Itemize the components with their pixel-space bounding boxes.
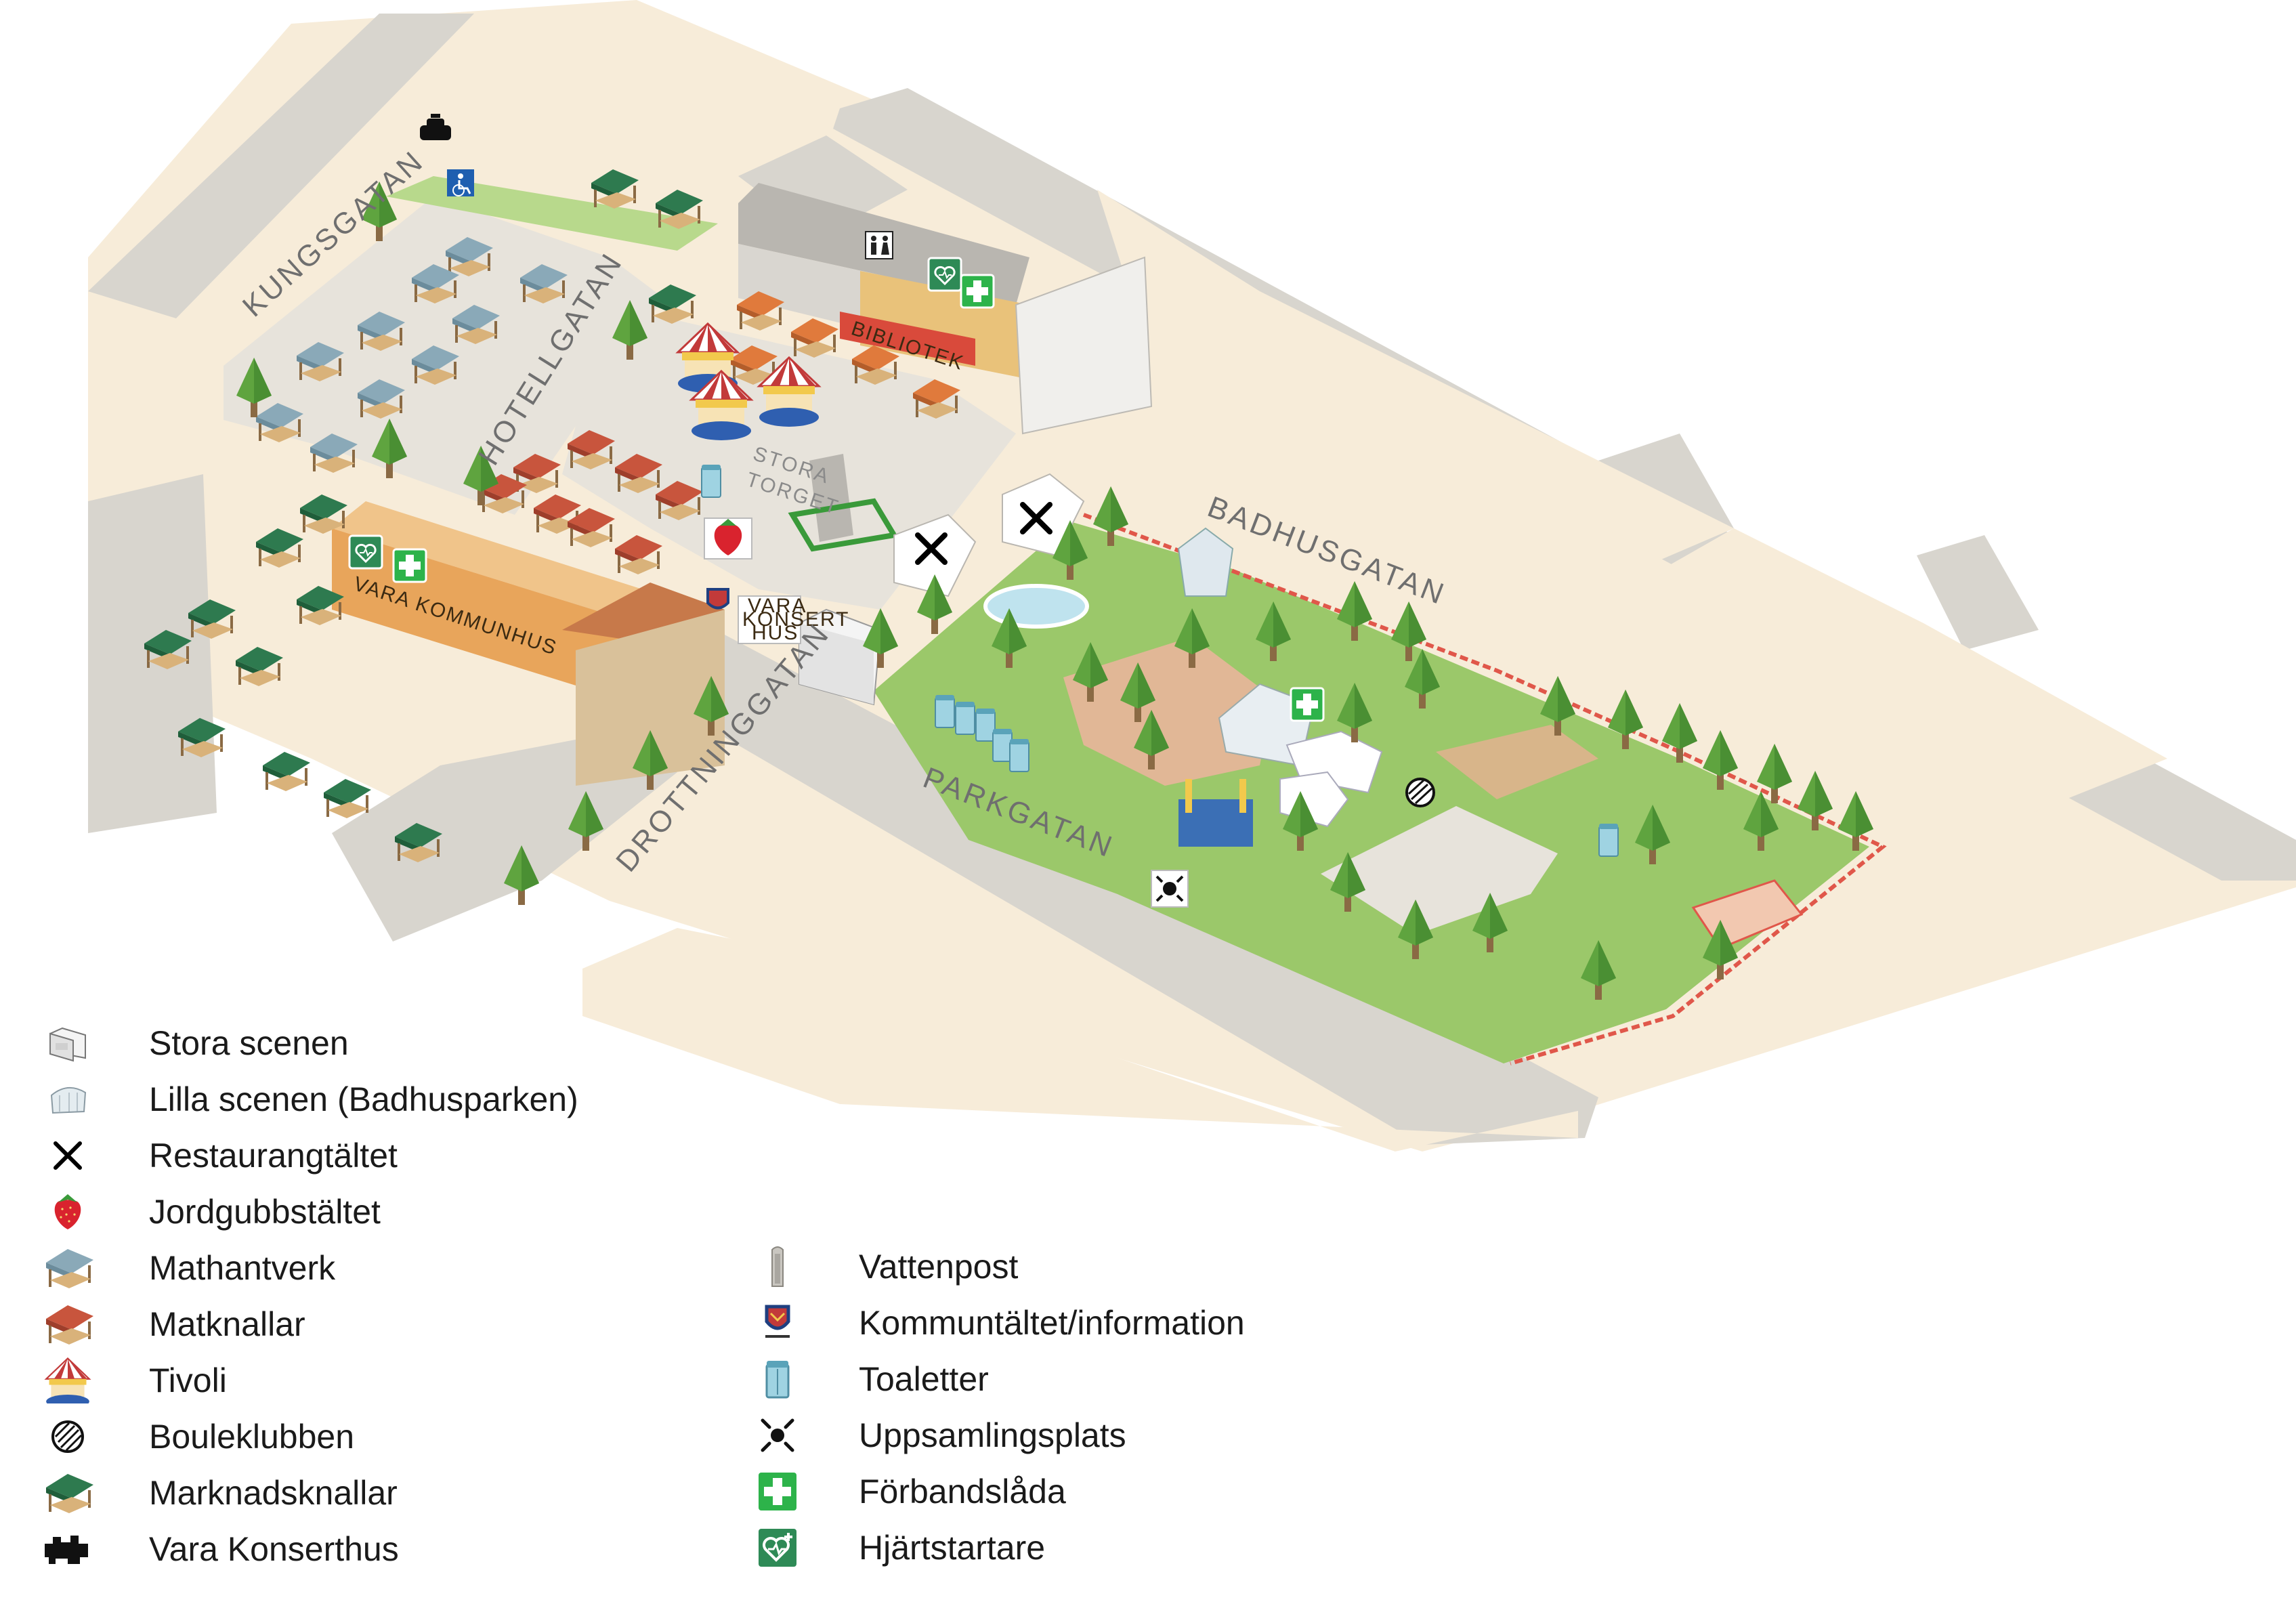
bouncy-castle: [1178, 779, 1253, 847]
first-aid-icon: [750, 1468, 805, 1515]
park-path-area: [1063, 637, 1273, 786]
lilla-scenen: [1177, 527, 1234, 597]
water-post-icon: [750, 1243, 805, 1290]
legend-item-vattenpost: Vattenpost: [750, 1243, 1018, 1290]
legend-label: Marknadsknallar: [149, 1474, 398, 1512]
legend-item-marknadsknallar: Marknadsknallar: [41, 1469, 398, 1517]
block-right-3: [1639, 528, 2167, 813]
legend-item-bouleklubben: Bouleklubben: [41, 1413, 354, 1460]
konserthus-sign-line3: HUS: [752, 622, 799, 644]
boule-court: [1436, 725, 1598, 799]
legend-label: Matknallar: [149, 1305, 305, 1343]
konserthus-sign-line1: VARA: [748, 595, 807, 617]
stage-icon: [41, 1019, 95, 1067]
legend-label: Vattenpost: [859, 1248, 1019, 1286]
legend-item-matknallar: Matknallar: [41, 1301, 305, 1348]
legend-label: Kommuntältet/information: [859, 1304, 1245, 1342]
stora-scenen: [799, 608, 882, 706]
boule-marker: [1405, 778, 1435, 807]
legend-item-lilla-scenen: Lilla scenen (Badhusparken): [41, 1076, 578, 1123]
legend-item-forbandslada: Förbandslåda: [750, 1468, 1066, 1515]
toilet-icon: [750, 1355, 805, 1403]
concert-hall-icon: [41, 1525, 95, 1573]
carousel-icon: [41, 1357, 95, 1404]
assembly-point-icon: [750, 1412, 805, 1459]
wc-sign-icon: [865, 231, 893, 259]
legend-item-jordgubbstaltet: Jordgubbstältet: [41, 1188, 381, 1235]
legend-label: Uppsamlingsplats: [859, 1416, 1126, 1454]
cutlery-icon: [41, 1132, 95, 1179]
taxi-icon: [420, 114, 451, 140]
fountain: [983, 584, 1089, 629]
legend-label: Bouleklubben: [149, 1418, 355, 1456]
block-right-1: [1097, 190, 1734, 569]
legend-label: Mathantverk: [149, 1249, 336, 1287]
konserthus-sign: VARA KONSERT HUS: [738, 595, 849, 644]
legend-label: Stora scenen: [149, 1024, 349, 1062]
legend-item-hjartstartare: Hjärtstartare: [750, 1524, 1045, 1571]
legend-item-uppsamlingsplats: Uppsamlingsplats: [750, 1412, 1126, 1459]
assembly-point-marker: [1151, 870, 1189, 908]
legend-item-tivoli: Tivoli: [41, 1357, 227, 1404]
green-stall-icon: [41, 1469, 95, 1517]
strawberry-icon: [41, 1188, 95, 1235]
legend-item-restaurangtaltet: Restaurangtältet: [41, 1132, 398, 1179]
legend-item-kommuntaltet: Kommuntältet/information: [750, 1299, 1245, 1347]
legend-label: Restaurangtältet: [149, 1137, 398, 1175]
strawberry-marker: [704, 517, 752, 559]
konserthus-sign-line2: KONSERT: [742, 608, 849, 631]
legend-label: Tivoli: [149, 1361, 227, 1399]
defibrillator-icon: [750, 1524, 805, 1571]
legend-item-vara-konserthus: Vara Konserthus: [41, 1525, 399, 1573]
legend-item-mathantverk: Mathantverk: [41, 1244, 335, 1292]
legend-label: Lilla scenen (Badhusparken): [149, 1080, 578, 1118]
riding-area: [1321, 806, 1558, 935]
legend-label: Vara Konserthus: [149, 1530, 399, 1568]
municipality-shield-marker: [706, 588, 729, 610]
boule-icon: [41, 1413, 95, 1460]
kommunhus-building: VARA KOMMUNHUS: [332, 501, 725, 786]
small-stage-icon: [41, 1076, 95, 1123]
red-stall-icon: [41, 1301, 95, 1348]
park-fence: [1082, 513, 1887, 1065]
wheelchair-icon: [447, 169, 474, 196]
block-right-2: [1165, 352, 1693, 650]
blue-stall-icon: [41, 1244, 95, 1292]
legend-item-toaletter: Toaletter: [750, 1355, 989, 1403]
block-bottom: [582, 928, 1578, 1151]
legend-label: Toaletter: [859, 1360, 989, 1398]
legend-label: Hjärtstartare: [859, 1529, 1046, 1567]
legend-item-stora-scenen: Stora scenen: [41, 1019, 349, 1067]
legend-label: Jordgubbstältet: [149, 1193, 381, 1231]
badhusparken: [874, 522, 1869, 1063]
legend-label: Förbandslåda: [859, 1473, 1066, 1510]
municipality-shield-icon: [750, 1299, 805, 1347]
